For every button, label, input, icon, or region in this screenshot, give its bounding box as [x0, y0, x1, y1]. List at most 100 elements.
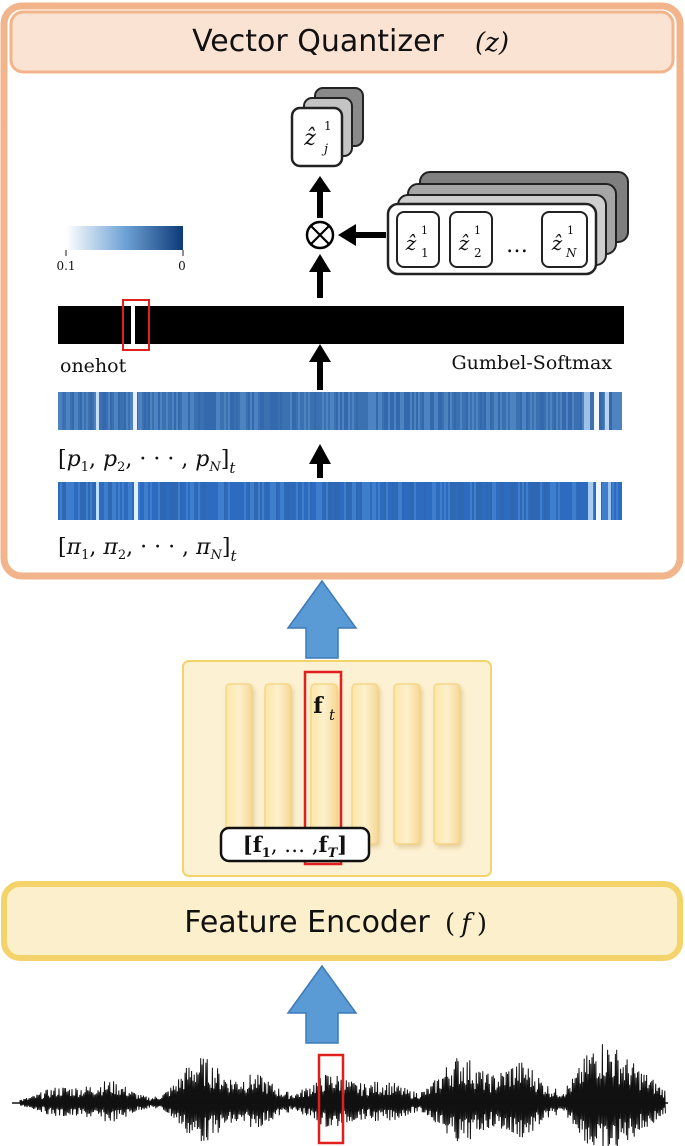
heat-stripe	[192, 482, 194, 520]
heat-stripe	[568, 482, 570, 520]
heat-stripe	[226, 392, 228, 430]
heat-stripe	[430, 392, 432, 430]
heat-stripe	[562, 482, 564, 520]
heat-stripe	[124, 482, 126, 520]
heat-stripe	[222, 392, 224, 430]
feature-bar-1	[225, 683, 253, 845]
heat-stripe	[174, 392, 176, 430]
heat-stripe	[180, 482, 182, 520]
heat-stripe	[600, 392, 602, 430]
heat-stripe	[144, 392, 146, 430]
heat-stripe	[304, 392, 306, 430]
heat-stripe	[272, 482, 274, 520]
heat-stripe	[498, 482, 500, 520]
heat-stripe	[298, 482, 300, 520]
codebook-entry-1	[396, 211, 440, 268]
heat-stripe	[220, 392, 222, 430]
heat-stripe	[374, 482, 376, 520]
heat-stripe	[248, 482, 250, 520]
heat-stripe	[452, 482, 454, 520]
heat-stripe	[388, 482, 390, 520]
heat-stripe	[546, 482, 548, 520]
heat-stripe	[78, 482, 80, 520]
heat-stripe	[410, 482, 412, 520]
heat-stripe	[506, 482, 508, 520]
heat-stripe	[468, 392, 470, 430]
heat-stripe	[116, 482, 118, 520]
heat-stripe	[340, 482, 342, 520]
heat-stripe	[166, 392, 168, 430]
heat-stripe	[100, 392, 102, 430]
heat-stripe	[384, 392, 386, 430]
heat-stripe	[612, 482, 614, 520]
heat-stripe	[292, 392, 294, 430]
pi-vector-label: [π1, π2, · · · , πN]t	[58, 535, 237, 565]
heat-stripe	[230, 482, 232, 520]
heat-stripe	[196, 482, 198, 520]
heat-stripe	[244, 392, 246, 430]
onehot-bar	[58, 306, 624, 344]
heat-stripe	[494, 482, 496, 520]
heat-stripe	[328, 392, 330, 430]
heat-stripe	[572, 482, 574, 520]
ft-selection-highlight	[303, 670, 343, 866]
heat-stripe	[334, 392, 336, 430]
heat-stripe	[148, 392, 150, 430]
heat-stripe	[432, 482, 434, 520]
heat-stripe	[610, 392, 612, 430]
heat-stripe	[348, 482, 350, 520]
colorbar-min-label: 0.1	[56, 259, 75, 273]
heat-stripe	[302, 482, 304, 520]
heat-stripe	[320, 482, 322, 520]
heat-stripe	[556, 482, 558, 520]
heat-stripe	[252, 482, 254, 520]
vq-header-box	[9, 10, 675, 74]
heat-stripe	[474, 392, 476, 430]
heat-stripe	[562, 392, 564, 430]
heat-stripe	[362, 482, 364, 520]
heat-stripe	[122, 482, 124, 520]
heat-stripe	[514, 482, 516, 520]
heat-stripe	[250, 482, 252, 520]
heat-stripe	[130, 392, 132, 430]
heat-stripe	[576, 392, 578, 430]
codebook-stack: ẑ 1 1 ẑ 1 2 … ẑ 1 N	[386, 171, 629, 276]
heat-stripe	[602, 482, 604, 520]
heat-stripe	[108, 482, 110, 520]
ft-label-base: f	[313, 693, 324, 719]
heat-stripe	[294, 482, 296, 520]
heat-stripe	[490, 392, 492, 430]
heat-highlight-stripe	[584, 392, 590, 430]
heat-stripe	[468, 482, 470, 520]
heat-stripe	[434, 482, 436, 520]
heat-stripe	[552, 482, 554, 520]
codebook-entry-1-sup: 1	[421, 224, 428, 237]
heat-stripe	[454, 392, 456, 430]
heat-stripe	[164, 392, 166, 430]
heat-stripe	[152, 392, 154, 430]
heat-stripe	[160, 482, 162, 520]
heat-stripe	[80, 482, 82, 520]
heat-stripe	[118, 482, 120, 520]
heat-stripe	[554, 482, 556, 520]
heat-stripe	[150, 392, 152, 430]
heat-stripe	[526, 482, 528, 520]
heat-stripe	[328, 482, 330, 520]
heat-stripe	[266, 482, 268, 520]
codebook-entry-1-base: ẑ	[405, 231, 417, 255]
heat-stripe	[398, 392, 400, 430]
heat-stripe	[448, 392, 450, 430]
heat-stripe	[82, 482, 84, 520]
heat-highlight-stripe	[588, 482, 593, 520]
heat-stripe	[274, 482, 276, 520]
heat-stripe	[564, 392, 566, 430]
heat-highlight-stripe	[596, 482, 601, 520]
heat-stripe	[332, 482, 334, 520]
heat-stripe	[502, 392, 504, 430]
heat-stripe	[246, 482, 248, 520]
heat-stripe	[446, 392, 448, 430]
p-heat-stripes	[58, 392, 622, 430]
heat-stripe	[344, 392, 346, 430]
heat-stripe	[310, 392, 312, 430]
heat-stripe	[140, 482, 142, 520]
